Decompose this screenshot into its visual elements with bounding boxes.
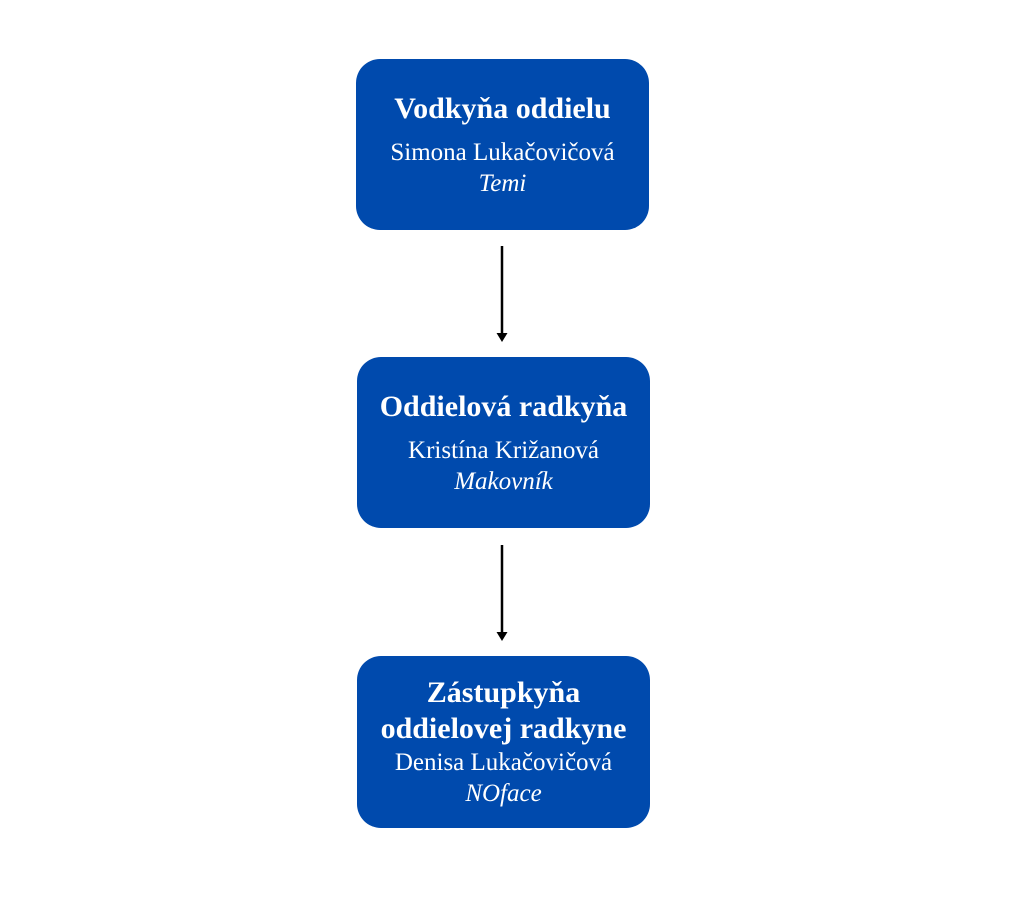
node-troop-leader: Vodkyňa oddielu Simona Lukačovičová Temi <box>356 59 649 230</box>
arrow-down-icon <box>496 545 508 641</box>
node-deputy-counselor: Zástupkyňa oddielovej radkyne Denisa Luk… <box>357 656 650 828</box>
node-title: Vodkyňa oddielu <box>394 91 611 125</box>
node-nickname: Temi <box>478 169 527 197</box>
node-name: Simona Lukačovičová <box>390 138 615 166</box>
node-name: Denisa Lukačovičová <box>394 749 613 776</box>
node-nickname: Makovník <box>454 467 553 495</box>
node-title-line2: oddielovej radkyne <box>380 712 627 745</box>
node-title: Oddielová radkyňa <box>379 389 628 423</box>
node-name: Kristína Križanová <box>408 436 599 464</box>
node-nickname: NOface <box>465 780 542 807</box>
node-troop-counselor: Oddielová radkyňa Kristína Križanová Mak… <box>357 357 650 528</box>
node-title-line1: Zástupkyňa <box>426 676 581 709</box>
arrow-down-icon <box>496 246 508 342</box>
